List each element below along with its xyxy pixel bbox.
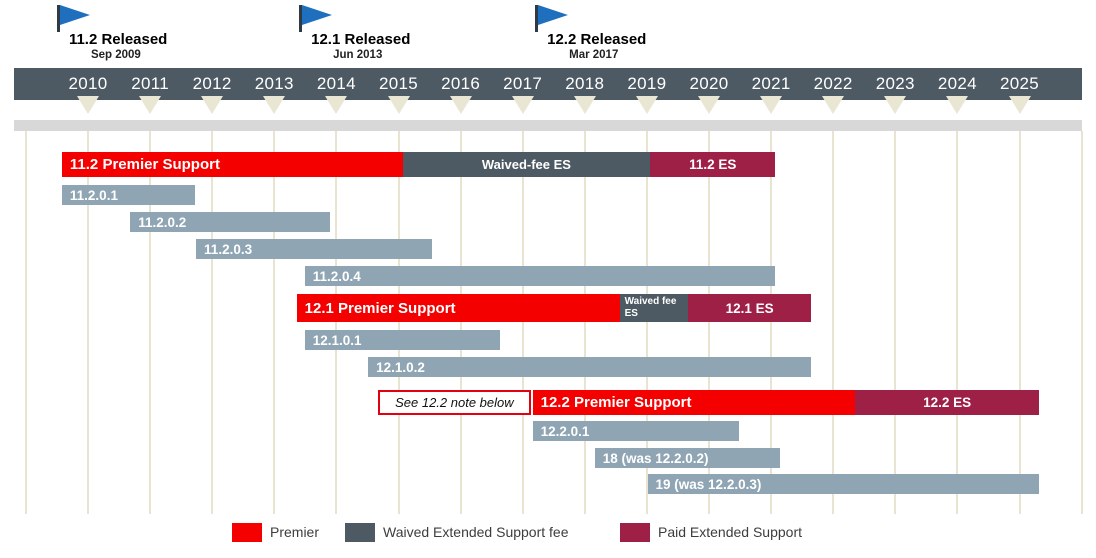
year-tick-triangle (573, 96, 596, 114)
year-gridline (149, 131, 152, 514)
year-tick-triangle (263, 96, 286, 114)
bar-11.2.0.1: 11.2.0.1 (61, 185, 195, 205)
year-tick-triangle (77, 96, 99, 114)
year-gridline (24, 131, 27, 514)
year-label: 2014 (316, 74, 356, 93)
year-gridline (459, 131, 462, 514)
year-tick-triangle (822, 96, 845, 114)
year-gridline (583, 131, 586, 514)
year-tick-triangle (139, 96, 162, 114)
year-label: 2016 (441, 74, 481, 93)
year-label: 2012 (192, 74, 232, 93)
year-axis-bar (14, 68, 1082, 100)
release-flag-icon (538, 5, 569, 25)
bar-19-was-12.2.0.3: 19 (was 12.2.0.3) (647, 474, 1040, 494)
year-tick-triangle (449, 96, 472, 114)
year-gridline (832, 131, 835, 514)
flag-pole (535, 5, 539, 32)
year-gridline (273, 131, 276, 514)
bar-12.1-premier-support: 12.1 Premier Support (296, 294, 620, 322)
bar-12.2.0.1: 12.2.0.1 (532, 421, 740, 441)
year-label: 2017 (503, 74, 543, 93)
year-tick-triangle (760, 96, 783, 114)
year-gridline (1080, 131, 1083, 514)
bar-11.2.0.3: 11.2.0.3 (196, 239, 433, 259)
legend-label-waived: Waived Extended Support fee (383, 524, 569, 540)
legend-label-paid: Paid Extended Support (658, 524, 802, 540)
bar-12.2-es: 12.2 ES (854, 390, 1040, 415)
year-tick-triangle (201, 96, 224, 114)
bar-12.2-premier-support: 12.2 Premier Support (532, 390, 855, 415)
bar-18-was-12.2.0.2: 18 (was 12.2.0.2) (594, 448, 780, 468)
release-flag-icon (59, 5, 90, 25)
year-tick-triangle (698, 96, 720, 114)
year-label: 2015 (378, 74, 419, 93)
year-gridline (770, 131, 773, 514)
year-label: 2010 (68, 74, 108, 93)
bar-12.1.0.2: 12.1.0.2 (368, 357, 812, 377)
year-gridline (956, 131, 959, 514)
legend-swatch-paid (620, 523, 650, 542)
year-tick-triangle (884, 96, 907, 114)
year-label: 2024 (937, 74, 977, 93)
bar-12.1.0.1: 12.1.0.1 (304, 330, 500, 350)
year-tick-triangle (325, 96, 348, 114)
bar-11.2-es: 11.2 ES (650, 152, 776, 177)
bar-see-12.2-note-below: See 12.2 note below (378, 390, 531, 415)
release-flag-icon (302, 5, 333, 25)
release-date: Sep 2009 (90, 49, 141, 61)
year-label: 2018 (565, 74, 605, 93)
release-label: 11.2 Released (68, 31, 168, 48)
year-gridline (87, 131, 89, 514)
year-gridline (1018, 131, 1021, 514)
year-label: 2020 (689, 74, 729, 93)
bar-11.2.0.2: 11.2.0.2 (130, 212, 331, 232)
bar-11.2.0.4: 11.2.0.4 (304, 266, 776, 286)
year-gridline (708, 131, 710, 514)
release-date: Jun 2013 (333, 49, 383, 61)
year-gridline (397, 131, 400, 514)
flag-pole (56, 5, 60, 32)
bar-11.2-premier-support: 11.2 Premier Support (61, 152, 403, 177)
year-label: 2023 (875, 74, 915, 93)
year-label: 2021 (751, 74, 791, 93)
year-gridline (645, 131, 648, 514)
year-gridline (894, 131, 897, 514)
legend-swatch-premier (232, 523, 262, 542)
legend-label-premier: Premier (270, 524, 320, 540)
year-tick-triangle (946, 96, 969, 114)
release-date: Mar 2017 (569, 49, 619, 61)
flag-pole (299, 5, 303, 32)
axis-strip (14, 120, 1082, 131)
year-label: 2013 (254, 74, 294, 93)
year-tick-triangle (635, 96, 658, 114)
bar-waived-fee-es: Waived-fee ES (402, 152, 650, 177)
release-label: 12.2 Released (547, 31, 647, 48)
year-label: 2011 (131, 74, 169, 93)
year-gridline (335, 131, 338, 514)
year-gridline (211, 131, 214, 514)
year-tick-triangle (1008, 96, 1031, 114)
year-label: 2022 (813, 74, 853, 93)
legend-swatch-waived (345, 523, 375, 542)
year-gridline (521, 131, 524, 514)
year-label: 2025 (999, 74, 1040, 93)
year-tick-triangle (511, 96, 534, 114)
year-label: 2019 (627, 74, 667, 93)
year-tick-triangle (387, 96, 410, 114)
bar-12.1-es: 12.1 ES (687, 294, 812, 322)
bar-waived-fee-es: Waived fee ES (619, 294, 688, 322)
release-label: 12.1 Released (311, 31, 411, 48)
